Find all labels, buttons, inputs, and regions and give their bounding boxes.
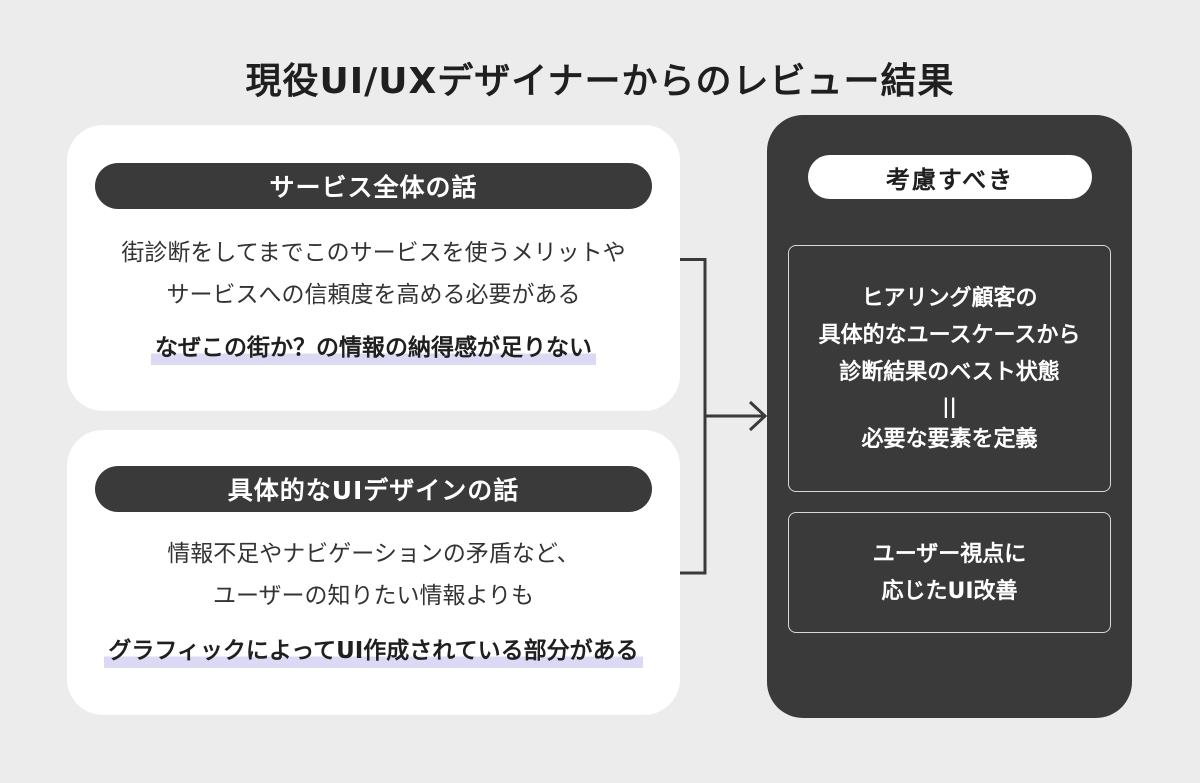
description-line: サービスへの信頼度を高める必要がある — [166, 282, 581, 308]
card-header: 具体的なUIデザインの話 — [95, 466, 652, 512]
emphasis-text: なぜこの街か？の情報の納得感が足りない — [151, 335, 596, 365]
equals-sign: || — [942, 393, 957, 418]
emphasis-text: グラフィックによってUI作成されている部分がある — [104, 638, 643, 668]
bracket-arrow-connector — [680, 258, 768, 575]
box-line: 応じたUI改善 — [881, 578, 1018, 604]
card-emphasis: グラフィックによってUI作成されている部分がある — [67, 631, 680, 668]
consideration-header: 考慮すべき — [808, 155, 1092, 199]
card-ui-design: 具体的なUIデザインの話 情報不足やナビゲーションの矛盾など、 ユーザーの知りた… — [67, 430, 680, 715]
box-conclusion: 必要な要素を定義 — [861, 426, 1038, 452]
description-line: 街診断をしてまでこのサービスを使うメリットや — [121, 240, 626, 266]
box-line: ユーザー視点に — [872, 541, 1027, 567]
box-line: 具体的なユースケースから — [818, 322, 1081, 348]
card-service-overall: サービス全体の話 街診断をしてまでこのサービスを使うメリットや サービスへの信頼… — [67, 125, 680, 411]
consideration-panel: 考慮すべき ヒアリング顧客の 具体的なユースケースから 診断結果のベスト状態 |… — [767, 115, 1132, 718]
description-line: ユーザーの知りたい情報よりも — [212, 583, 535, 609]
arrow-head-icon — [748, 400, 768, 432]
diagram-title: 現役UI/UXデザイナーからのレビュー結果 — [245, 61, 955, 102]
card-description: 情報不足やナビゲーションの矛盾など、 ユーザーの知りたい情報よりも — [67, 533, 680, 617]
description-line: 情報不足やナビゲーションの矛盾など、 — [167, 541, 580, 567]
consideration-box-ui-improvement: ユーザー視点に 応じたUI改善 — [788, 512, 1111, 633]
consideration-box-requirements: ヒアリング顧客の 具体的なユースケースから 診断結果のベスト状態 || 必要な要… — [788, 245, 1111, 492]
box-line: ヒアリング顧客の — [861, 285, 1038, 311]
card-header: サービス全体の話 — [95, 163, 652, 209]
box-line: 診断結果のベスト状態 — [839, 359, 1060, 385]
bracket-line — [680, 258, 707, 575]
card-description: 街診断をしてまでこのサービスを使うメリットや サービスへの信頼度を高める必要があ… — [67, 232, 680, 316]
card-emphasis: なぜこの街か？の情報の納得感が足りない — [67, 328, 680, 365]
